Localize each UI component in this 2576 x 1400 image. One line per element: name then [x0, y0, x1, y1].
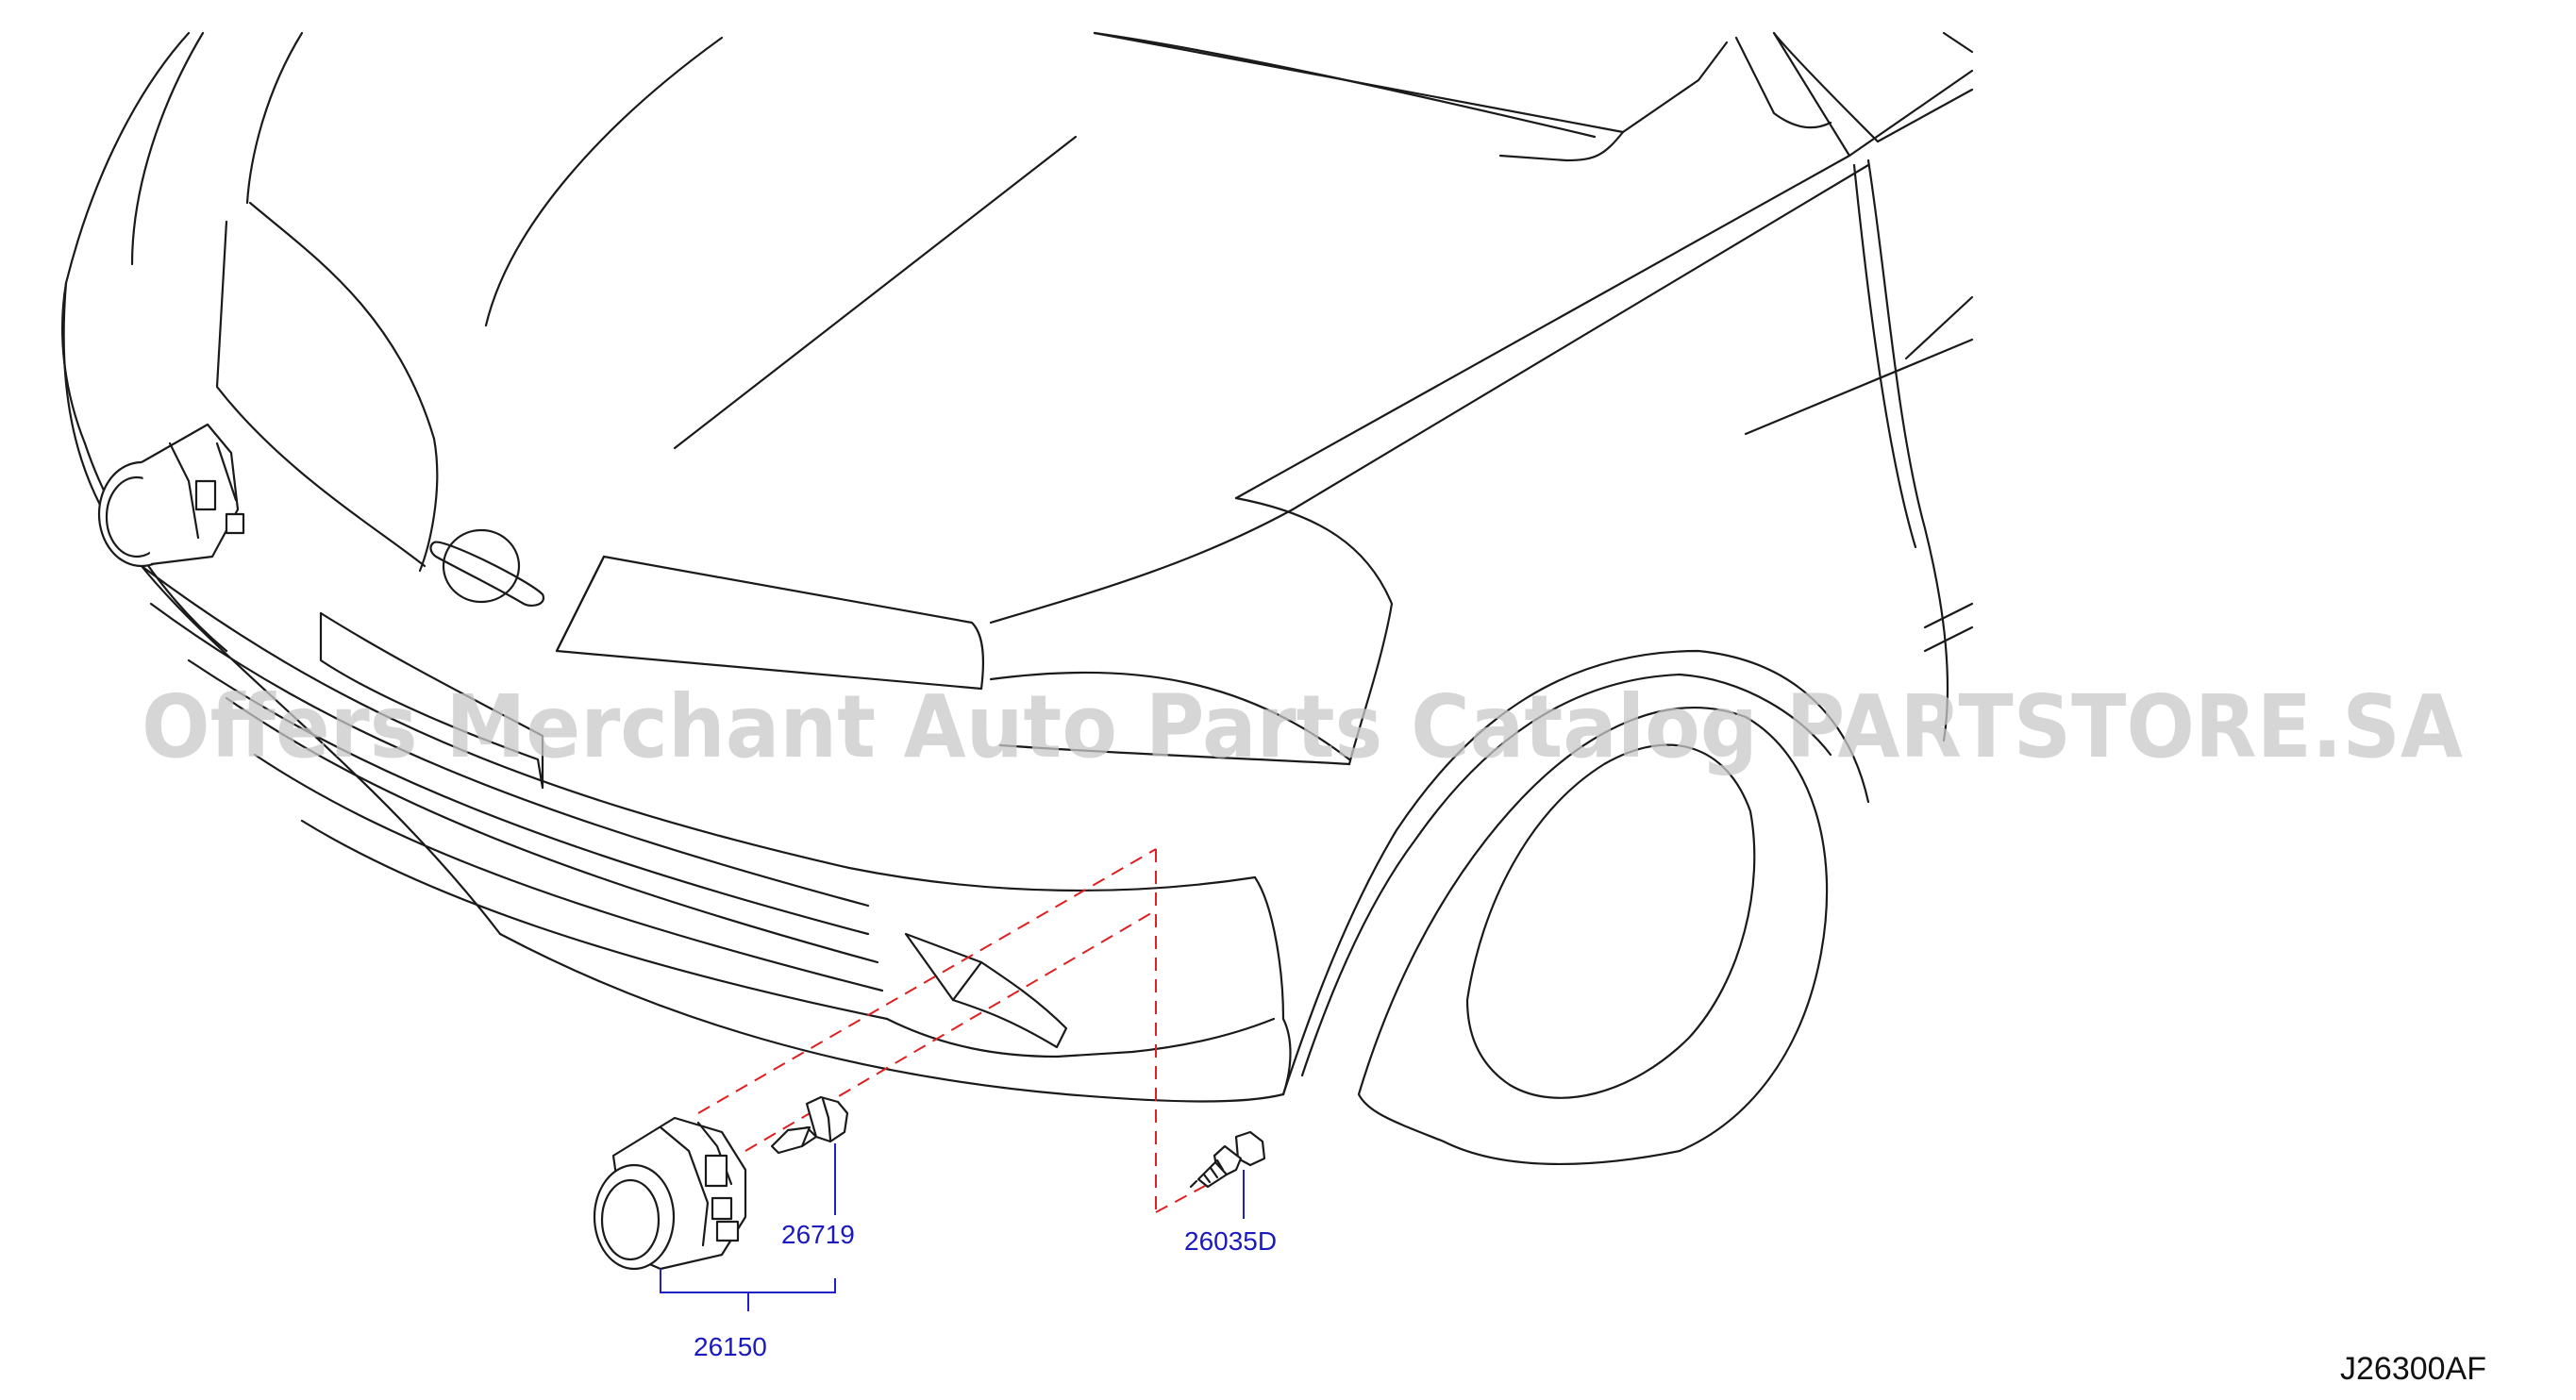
- car-front-outline: [60, 31, 1974, 1166]
- part-label-26719[interactable]: 26719: [781, 1220, 855, 1249]
- fog-lamp-assembly-icon: [593, 1116, 747, 1271]
- part-label-26150[interactable]: 26150: [694, 1332, 767, 1361]
- installed-fog-lamp-icon: [97, 423, 245, 568]
- watermark: Offers Merchant Auto Parts Catalog PARTS…: [142, 676, 2463, 777]
- part-label-26035d[interactable]: 26035D: [1184, 1226, 1277, 1256]
- part-leader-lines: [660, 1143, 1245, 1311]
- bulb-icon: [770, 1095, 849, 1155]
- installation-guide-lines: [697, 848, 1218, 1213]
- screw-icon: [1189, 1130, 1266, 1189]
- diagram-id: J26300AF: [2340, 1351, 2486, 1387]
